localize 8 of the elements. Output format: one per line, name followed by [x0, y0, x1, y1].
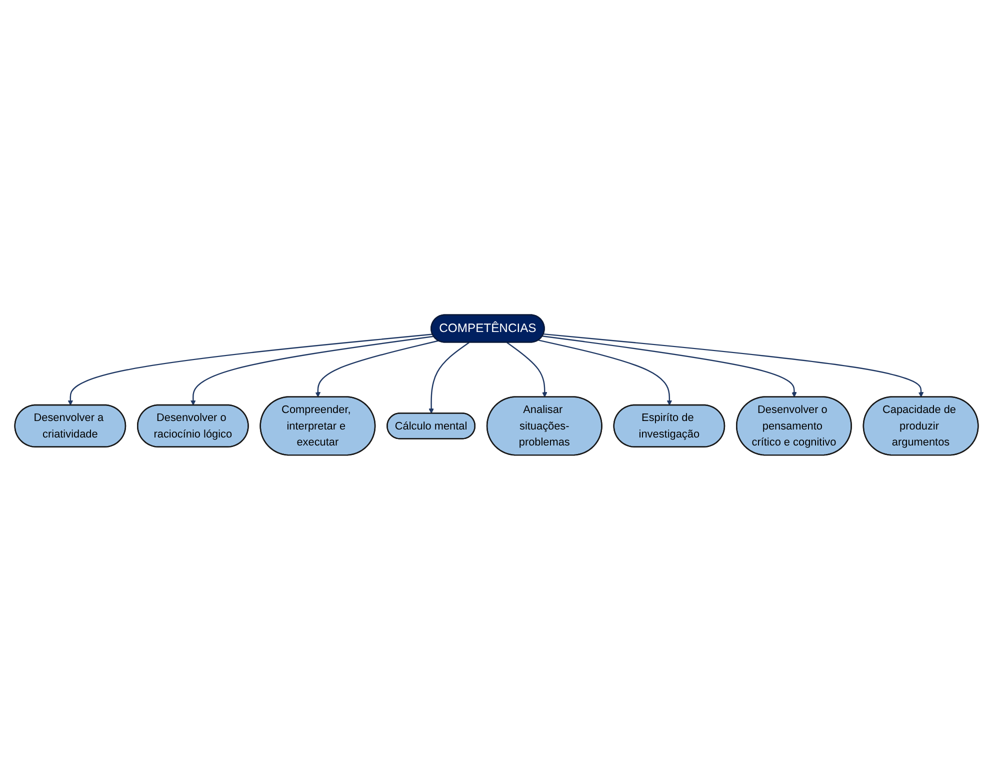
arrow — [190, 335, 434, 406]
arrow — [68, 333, 433, 406]
arrow — [315, 340, 439, 397]
arrow — [542, 335, 797, 397]
arrow — [506, 342, 548, 397]
arrow — [538, 339, 672, 406]
arrow — [428, 342, 470, 414]
arrow — [543, 333, 924, 397]
